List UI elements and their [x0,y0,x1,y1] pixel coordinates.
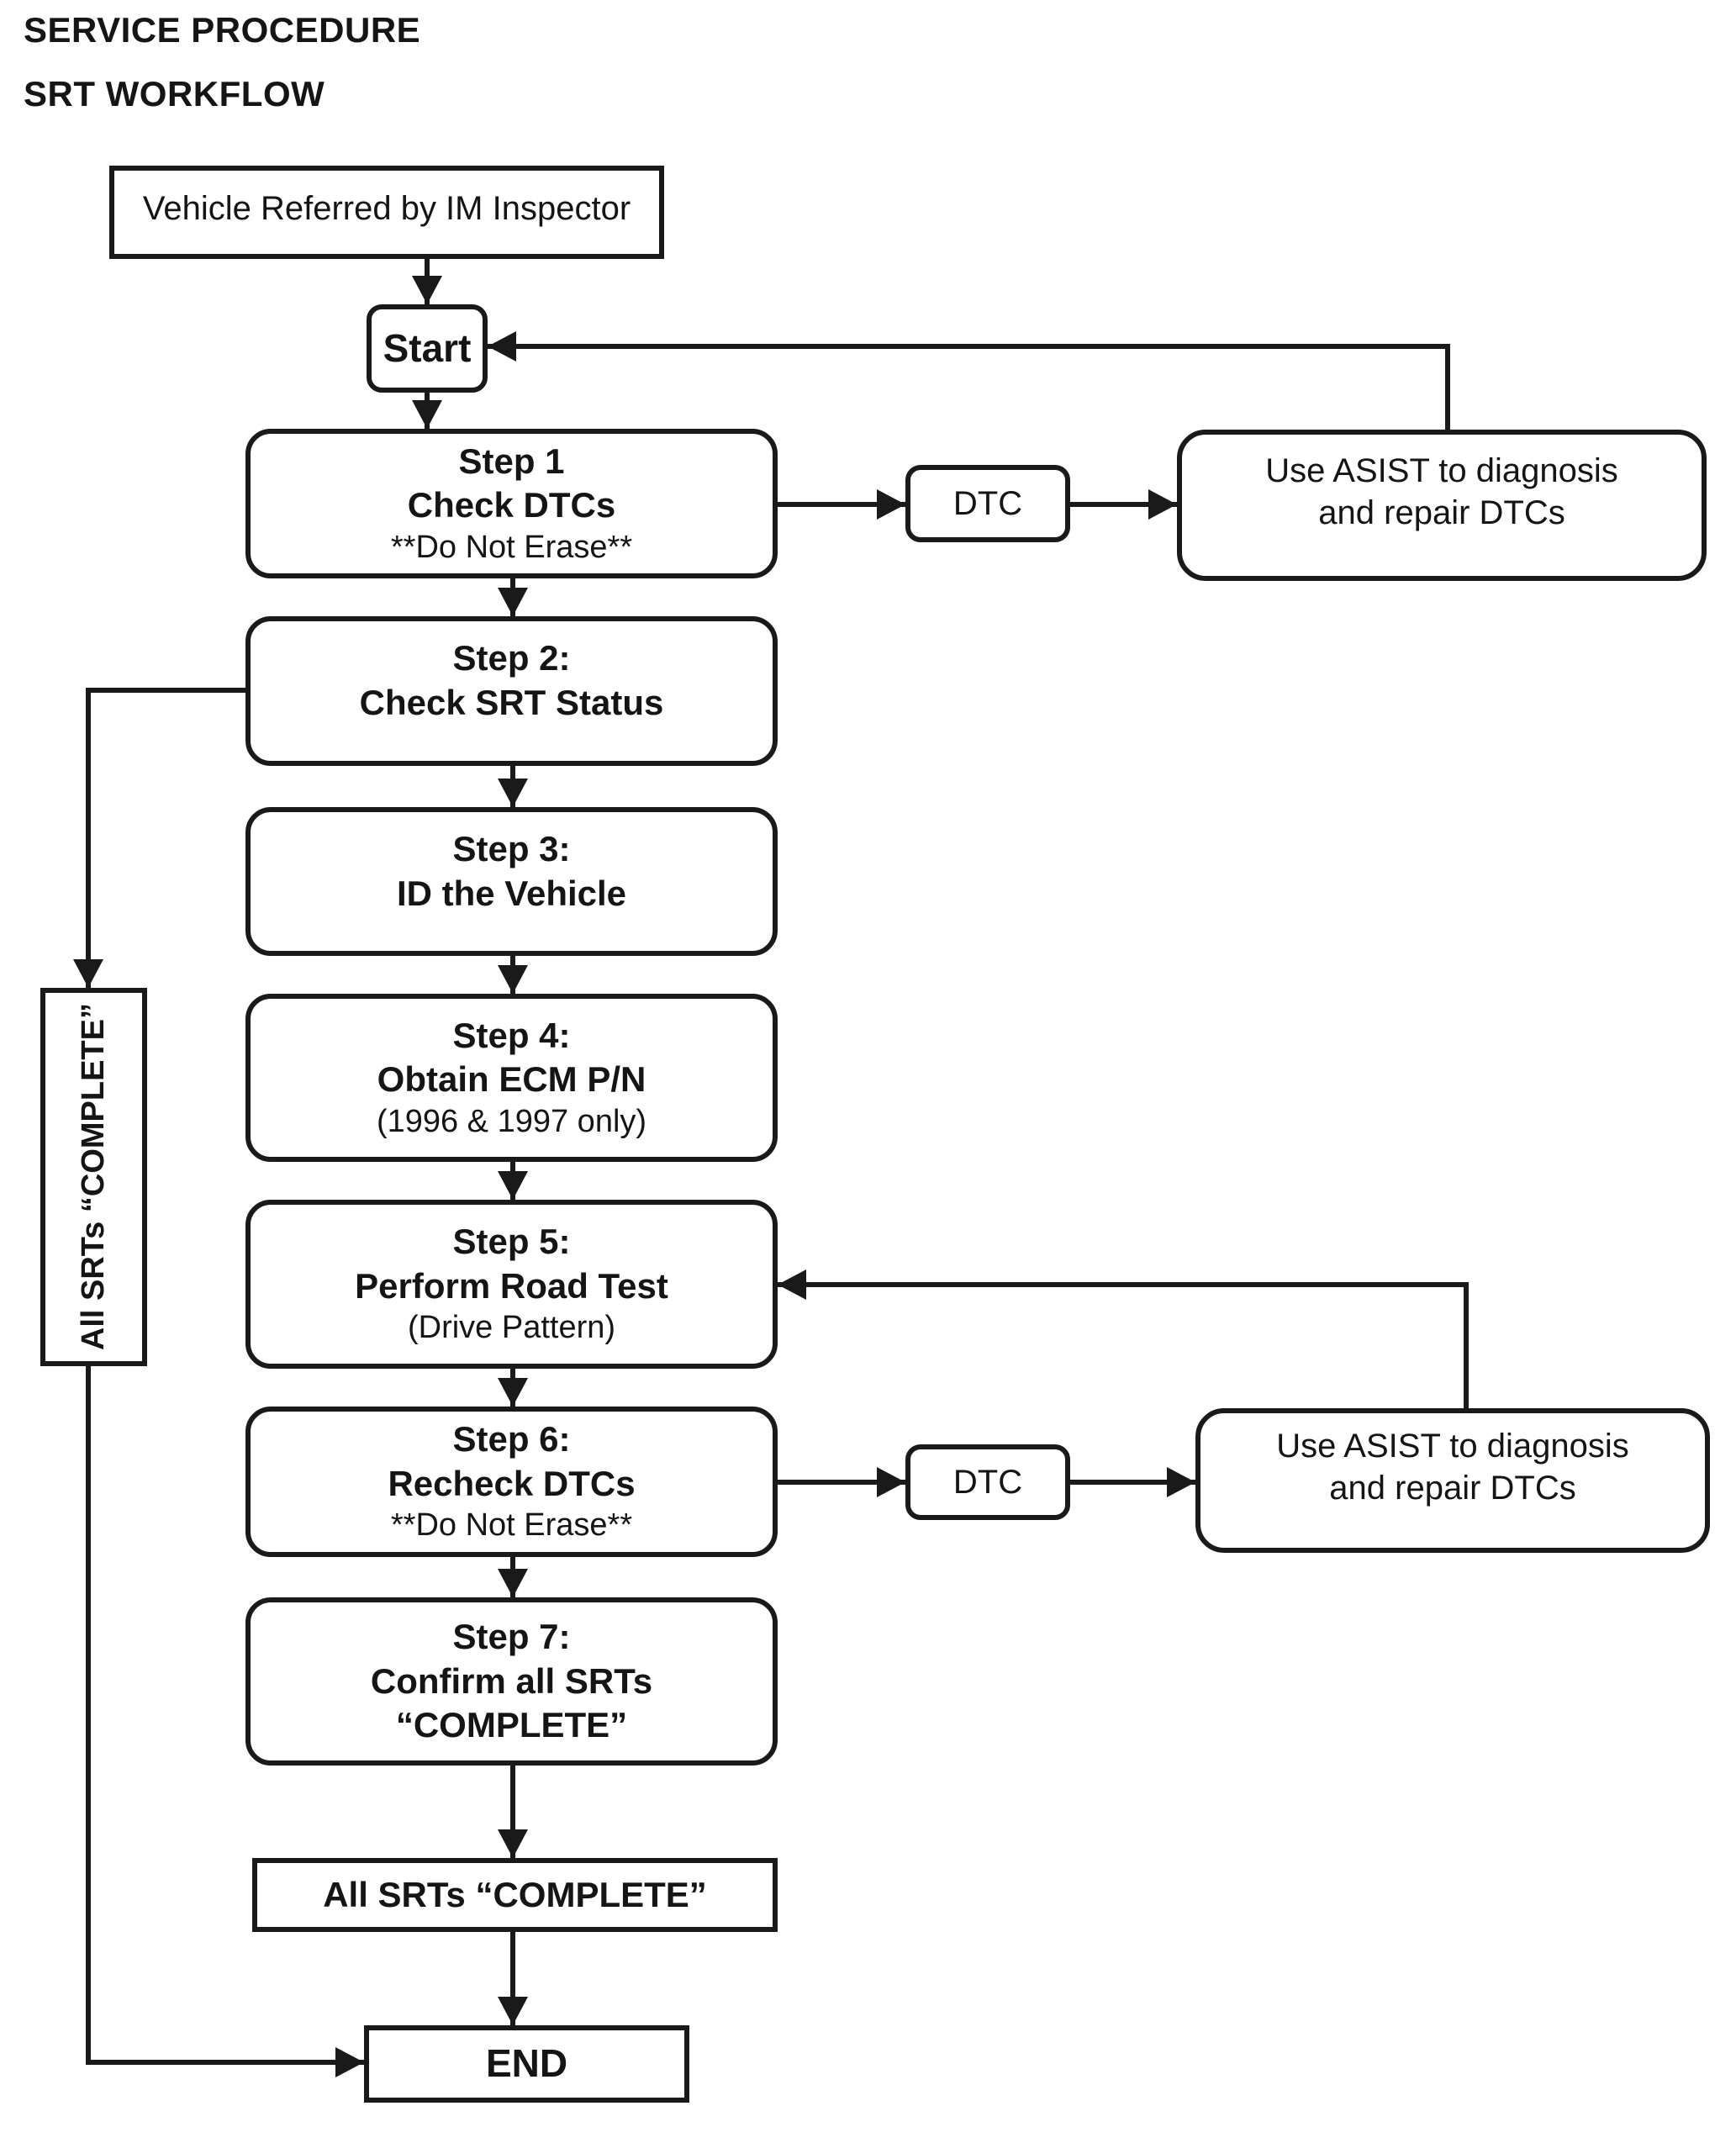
step5-note: (Drive Pattern) [407,1310,616,1346]
arrowhead-into-start [412,276,442,304]
all-srts-vertical-label: All SRTs “COMPLETE” [75,1003,111,1351]
connector-step1-dtc1 [778,502,905,507]
flow-node-step2: Step 2: Check SRT Status [245,616,778,766]
flow-node-referral: Vehicle Referred by IM Inspector [109,166,664,259]
flow-node-all-srts-complete: All SRTs “COMPLETE” [252,1858,778,1932]
step4-note: (1996 & 1997 only) [376,1103,647,1139]
step5-title: Step 5: [452,1222,571,1262]
step1-note: **Do Not Erase** [390,529,633,565]
arrowhead-into-step4 [498,965,528,994]
connector-asist2-loop-vertical [1464,1282,1469,1408]
flow-node-asist1: Use ASIST to diagnosis and repair DTCs [1177,430,1707,581]
asist2-line1: Use ASIST to diagnosis [1276,1428,1629,1465]
page-title: SERVICE PROCEDURE [24,10,421,50]
arrowhead-into-dtc1 [877,489,905,520]
asist1-line2: and repair DTCs [1318,494,1565,531]
step2-action: Check SRT Status [359,682,664,722]
step3-action: ID the Vehicle [396,873,627,913]
flow-node-all-srts-vertical: All SRTs “COMPLETE” [40,988,147,1366]
arrowhead-loop-into-start [488,331,516,362]
step1-title: Step 1 [458,441,565,481]
referral-label: Vehicle Referred by IM Inspector [142,189,631,227]
step4-title: Step 4: [452,1015,571,1055]
arrowhead-loop-into-step5 [778,1269,806,1300]
step6-action: Recheck DTCs [388,1463,636,1503]
asist2-line2: and repair DTCs [1329,1470,1576,1507]
arrowhead-into-step1 [412,400,442,429]
connector-bypass-down1 [86,688,91,988]
connector-step6-dtc2 [778,1480,905,1485]
step4-action: Obtain ECM P/N [377,1059,646,1100]
dtc1-label: DTC [952,485,1023,522]
connector-bypass-to-end [86,2060,364,2065]
flow-node-step5: Step 5: Perform Road Test (Drive Pattern… [245,1200,778,1369]
arrowhead-into-all-srts [498,1829,528,1858]
arrowhead-into-asist1 [1148,489,1177,520]
page-subtitle: SRT WORKFLOW [24,74,325,113]
end-label: END [485,2041,568,2086]
flow-node-step3: Step 3: ID the Vehicle [245,807,778,956]
flow-node-start: Start [367,304,488,393]
dtc2-label: DTC [952,1464,1023,1501]
connector-all-srts-end [510,1932,515,2025]
flow-node-asist2: Use ASIST to diagnosis and repair DTCs [1195,1408,1710,1553]
connector-bypass-down2 [86,1366,91,2065]
step3-title: Step 3: [452,829,571,868]
flow-node-end: END [364,2025,689,2103]
all-srts-complete-label: All SRTs “COMPLETE” [323,1874,707,1914]
arrowhead-into-end [498,1997,528,2025]
step7-title: Step 7: [452,1617,571,1657]
step5-action: Perform Road Test [355,1265,668,1306]
step6-note: **Do Not Erase** [390,1507,633,1544]
flow-node-step7: Step 7: Confirm all SRTs “COMPLETE” [245,1597,778,1766]
start-label: Start [383,325,472,370]
flow-node-step1: Step 1 Check DTCs **Do Not Erase** [245,429,778,578]
connector-dtc2-asist2 [1070,1480,1195,1485]
connector-dtc1-asist1 [1070,502,1177,507]
step2-title: Step 2: [452,638,571,678]
connector-asist1-loop-vertical [1445,344,1450,430]
step6-title: Step 6: [452,1419,571,1459]
arrowhead-into-asist2 [1167,1467,1195,1497]
connector-asist2-loop-horizontal [778,1282,1469,1287]
arrowhead-into-step6 [498,1378,528,1407]
arrowhead-into-step3 [498,779,528,807]
flow-node-dtc2: DTC [905,1444,1070,1520]
arrowhead-into-step7 [498,1569,528,1597]
arrowhead-into-step5 [498,1171,528,1200]
flow-node-step6: Step 6: Recheck DTCs **Do Not Erase** [245,1407,778,1557]
step1-action: Check DTCs [407,485,616,525]
flow-node-step4: Step 4: Obtain ECM P/N (1996 & 1997 only… [245,994,778,1162]
asist1-line1: Use ASIST to diagnosis [1265,452,1618,489]
connector-step7-all-srts [510,1766,515,1858]
connector-step2-bypass [88,688,245,693]
flow-node-dtc1: DTC [905,465,1070,542]
step7-action: Confirm all SRTs [370,1660,653,1701]
arrowhead-into-all-srts-vertical [73,959,103,988]
arrowhead-bypass-into-end [335,2047,364,2077]
arrowhead-into-step2 [498,588,528,616]
connector-asist1-loop-horizontal [488,344,1450,349]
arrowhead-into-dtc2 [877,1467,905,1497]
step7-note: “COMPLETE” [395,1705,628,1745]
